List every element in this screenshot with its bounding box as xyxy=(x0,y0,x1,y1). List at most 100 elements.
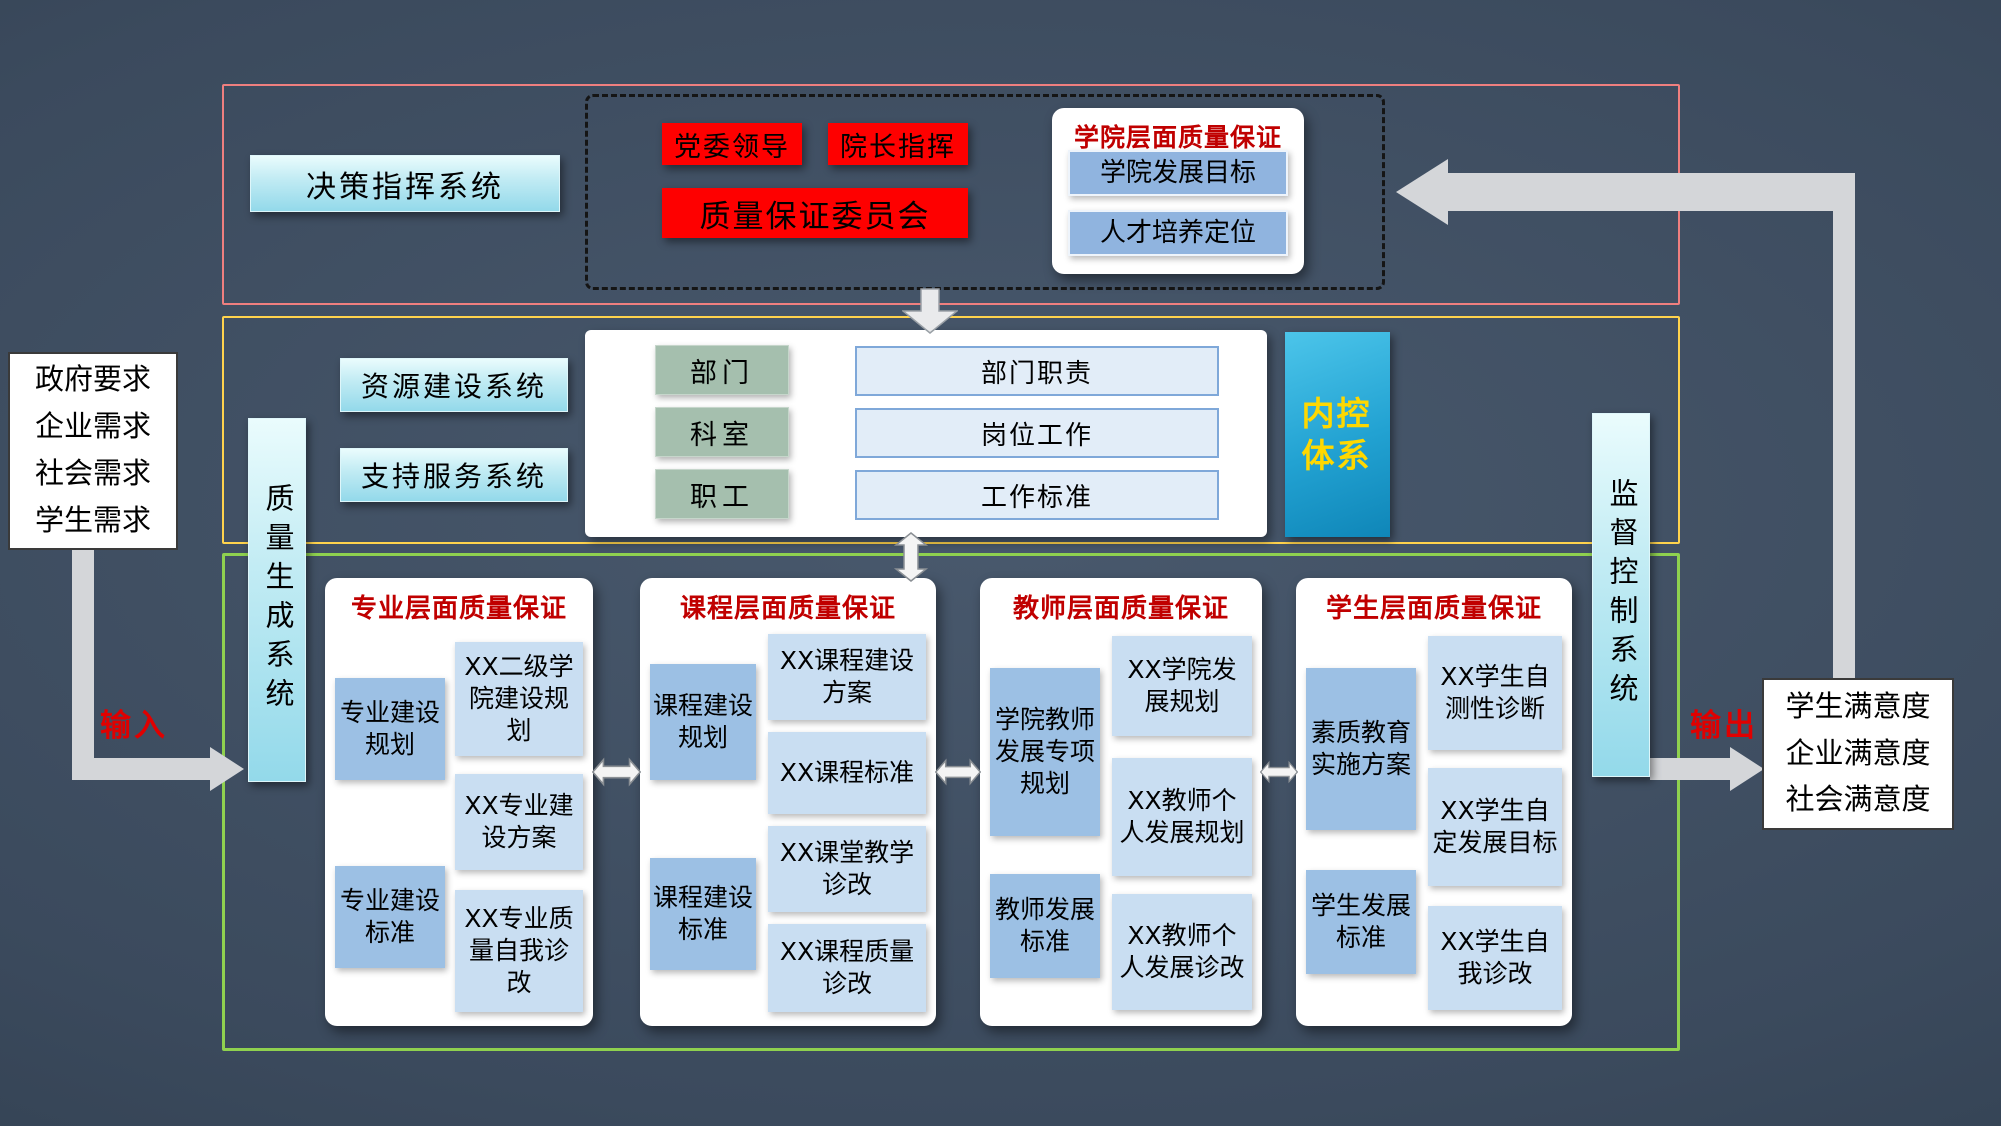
quality-education-scheme-label: 素质教育实施方案 xyxy=(1310,719,1411,779)
course-standard-label: 课程建设标准 xyxy=(653,884,754,944)
satisfaction-society: 社会满意度 xyxy=(1785,784,1931,817)
college-goal-box: 学院发展目标 xyxy=(1068,150,1288,196)
org-structure-box: 部门 科室 职工 部门职责 岗位工作 工作标准 xyxy=(585,330,1267,537)
panel-teacher-title: 教师层面质量保证 xyxy=(1012,593,1229,623)
satisfaction-box: 学生满意度 企业满意度 社会满意度 xyxy=(1762,678,1954,830)
major-standard-box: 专业建设标准 xyxy=(335,866,445,968)
decision-command-box: 决策指挥系统 xyxy=(250,155,560,212)
major-plan-label: 专业建设规划 xyxy=(339,699,440,759)
unit-section-label: 科室 xyxy=(690,419,754,450)
input-arrow-vertical xyxy=(72,550,94,780)
student-goal-box: ⅩⅩ学生自定发展目标 xyxy=(1428,768,1562,886)
satisfaction-student: 学生满意度 xyxy=(1785,690,1931,723)
panel-course-title: 课程层面质量保证 xyxy=(679,593,896,623)
panel-student-quality: 学生层面质量保证 素质教育实施方案 学生发展标准 ⅩⅩ学生自测性诊断 ⅩⅩ学生自… xyxy=(1296,578,1572,1026)
quality-education-scheme-box: 素质教育实施方案 xyxy=(1306,668,1416,830)
college-development-plan-box: ⅩⅩ学院发展规划 xyxy=(1112,636,1252,736)
quality-generation-bar: 质量生成系统 xyxy=(248,418,306,782)
input-arrow-head xyxy=(210,747,244,791)
talent-position-label: 人才培养定位 xyxy=(1099,217,1256,248)
double-arrow-major-course xyxy=(592,757,641,787)
resource-system-label: 资源建设系统 xyxy=(360,371,547,402)
president-command-box: 院长指挥 xyxy=(828,123,968,165)
duty-box-standard: 工作标准 xyxy=(855,470,1219,520)
output-label: 输出 xyxy=(1690,708,1758,743)
panel-major-title: 专业层面质量保证 xyxy=(350,593,567,623)
student-self-diagnosis-label: ⅩⅩ学生自我诊改 xyxy=(1440,928,1550,988)
decision-command-label: 决策指挥系统 xyxy=(306,170,504,204)
demand-enterprise: 企业需求 xyxy=(34,411,151,444)
teacher-development-standard-label: 教师发展标准 xyxy=(994,896,1095,956)
president-command-label: 院长指挥 xyxy=(840,131,956,162)
double-arrow-course-teacher xyxy=(935,758,981,786)
teacher-personal-diagnosis-label: ⅩⅩ教师个人发展诊改 xyxy=(1119,922,1245,982)
quality-generation-label: 质量生成系统 xyxy=(261,483,293,717)
unit-box-department: 部门 xyxy=(655,345,789,395)
party-leadership-box: 党委领导 xyxy=(662,123,802,165)
course-standard-doc-box: ⅩⅩ课程标准 xyxy=(768,732,926,814)
student-self-test-box: ⅩⅩ学生自测性诊断 xyxy=(1428,636,1562,750)
input-label: 输入 xyxy=(100,708,168,743)
course-plan-label: 课程建设规划 xyxy=(653,692,754,752)
teacher-development-standard-box: 教师发展标准 xyxy=(990,874,1100,978)
student-goal-label: ⅩⅩ学生自定发展目标 xyxy=(1432,797,1558,857)
output-arrow-head xyxy=(1730,747,1764,791)
unit-box-staff: 职工 xyxy=(655,469,789,519)
supervision-control-label: 监督控制系统 xyxy=(1605,478,1637,712)
input-arrow-horizontal xyxy=(72,758,212,780)
course-standard-box: 课程建设标准 xyxy=(650,858,756,970)
student-development-standard-box: 学生发展标准 xyxy=(1306,870,1416,974)
feedback-arrow-shaft xyxy=(1448,173,1855,211)
duty-post-label: 岗位工作 xyxy=(980,419,1093,450)
middle-section-outline xyxy=(222,316,1680,544)
student-self-diagnosis-box: ⅩⅩ学生自我诊改 xyxy=(1428,906,1562,1010)
major-plan-box: 专业建设规划 xyxy=(335,678,445,780)
major-self-diagnosis-box: ⅩⅩ专业质量自我诊改 xyxy=(455,890,583,1012)
teacher-personal-diagnosis-box: ⅩⅩ教师个人发展诊改 xyxy=(1112,894,1252,1010)
major-construction-scheme-box: ⅩⅩ专业建设方案 xyxy=(455,774,583,870)
course-construction-scheme-label: ⅩⅩ课程建设方案 xyxy=(779,647,915,707)
feedback-line-vertical xyxy=(1833,173,1855,693)
college-quality-panel: 学院层面质量保证 学院发展目标 人才培养定位 xyxy=(1052,108,1304,274)
college-quality-title: 学院层面质量保证 xyxy=(1073,124,1282,152)
arrow-top-to-middle xyxy=(902,288,958,334)
demand-government: 政府要求 xyxy=(34,364,151,397)
demands-box: 政府要求 企业需求 社会需求 学生需求 xyxy=(8,352,178,550)
teacher-development-plan-box: 学院教师发展专项规划 xyxy=(990,668,1100,836)
internal-control-label: 内控体系 xyxy=(1301,395,1372,474)
major-self-diagnosis-label: ⅩⅩ专业质量自我诊改 xyxy=(464,905,574,997)
teacher-personal-plan-label: ⅩⅩ教师个人发展规划 xyxy=(1119,787,1245,847)
party-leadership-label: 党委领导 xyxy=(674,131,790,162)
college-goal-label: 学院发展目标 xyxy=(1099,157,1256,188)
course-standard-doc-label: ⅩⅩ课程标准 xyxy=(779,759,915,787)
college-construction-plan-box: ⅩⅩ二级学院建设规划 xyxy=(455,642,583,756)
demand-student: 学生需求 xyxy=(34,504,151,537)
duty-box-post: 岗位工作 xyxy=(855,408,1219,458)
major-standard-label: 专业建设标准 xyxy=(339,887,440,947)
unit-box-section: 科室 xyxy=(655,407,789,457)
output-arrow-shaft xyxy=(1650,758,1732,780)
demand-society: 社会需求 xyxy=(34,458,151,490)
satisfaction-enterprise: 企业满意度 xyxy=(1785,737,1931,770)
panel-major-quality: 专业层面质量保证 专业建设规划 专业建设标准 ⅩⅩ二级学院建设规划 ⅩⅩ专业建设… xyxy=(325,578,593,1026)
college-construction-plan-label: ⅩⅩ二级学院建设规划 xyxy=(464,653,574,745)
student-development-standard-label: 学生发展标准 xyxy=(1310,892,1411,952)
teacher-development-plan-label: 学院教师发展专项规划 xyxy=(994,706,1095,798)
double-arrow-teacher-student xyxy=(1260,760,1298,784)
feedback-arrow-head xyxy=(1396,159,1448,225)
support-system-box: 支持服务系统 xyxy=(340,448,568,502)
leadership-dashed-outline xyxy=(585,94,1385,290)
panel-course-quality: 课程层面质量保证 课程建设规划 课程建设标准 ⅩⅩ课程建设方案 ⅩⅩ课程标准 Ⅹ… xyxy=(640,578,936,1026)
duty-department-label: 部门职责 xyxy=(980,357,1093,388)
internal-control-box: 内控体系 xyxy=(1285,332,1390,537)
student-self-test-label: ⅩⅩ学生自测性诊断 xyxy=(1440,663,1550,723)
course-plan-box: 课程建设规划 xyxy=(650,664,756,780)
unit-staff-label: 职工 xyxy=(690,481,754,512)
supervision-control-bar: 监督控制系统 xyxy=(1592,413,1650,777)
teacher-personal-plan-box: ⅩⅩ教师个人发展规划 xyxy=(1112,758,1252,876)
duty-box-department: 部门职责 xyxy=(855,346,1219,396)
panel-student-title: 学生层面质量保证 xyxy=(1325,593,1542,623)
duty-standard-label: 工作标准 xyxy=(980,481,1093,512)
major-construction-scheme-label: ⅩⅩ专业建设方案 xyxy=(464,792,574,852)
quality-committee-box: 质量保证委员会 xyxy=(662,188,968,238)
